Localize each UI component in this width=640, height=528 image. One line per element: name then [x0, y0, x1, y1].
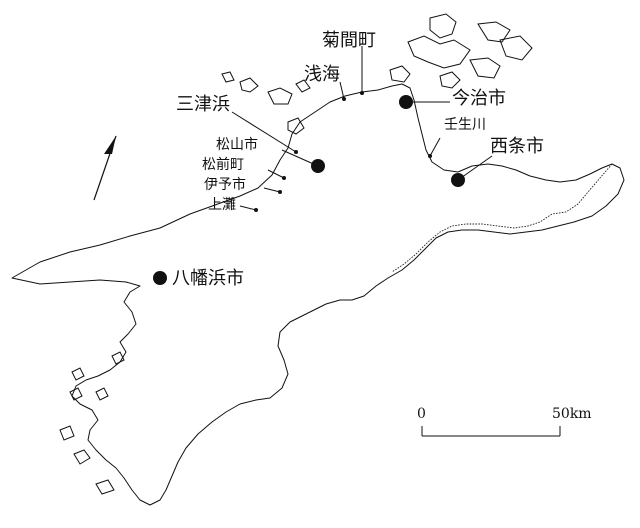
label-masaki: 松前町 [202, 157, 244, 173]
leader-matsuyama [281, 149, 319, 167]
leader-asanami [339, 81, 345, 100]
coastline [11, 83, 625, 506]
label-mitsuhama: 三津浜 [176, 94, 230, 115]
label-nyugawa: 壬生川 [444, 117, 486, 133]
city-marker-yawatahama [153, 271, 167, 285]
scale-bar [421, 426, 561, 437]
scale-label-start: 0 [417, 406, 426, 422]
north-arrow-icon [93, 135, 117, 201]
label-saijo: 西条市 [490, 136, 544, 157]
label-yawatahama: 八幡浜市 [172, 268, 244, 289]
islands-west [59, 351, 125, 495]
leader-saijo [457, 155, 493, 181]
label-matsuyama: 松山市 [216, 137, 258, 153]
label-imabari: 今治市 [452, 88, 506, 109]
scale-label-end: 50km [552, 406, 592, 422]
leader-iyo [263, 187, 281, 193]
label-iyo: 伊予市 [204, 177, 246, 193]
label-kikumamachi: 菊間町 [322, 30, 376, 51]
prefecture-border [391, 163, 613, 273]
islands-north [221, 13, 533, 135]
label-kaminada: 上灘 [208, 197, 236, 213]
leader-masaki [267, 169, 285, 179]
leader-nyugawa [429, 137, 441, 157]
leader-mitsuhama [231, 111, 297, 153]
leader-kaminada [239, 205, 257, 211]
label-asanami: 浅海 [304, 64, 340, 85]
